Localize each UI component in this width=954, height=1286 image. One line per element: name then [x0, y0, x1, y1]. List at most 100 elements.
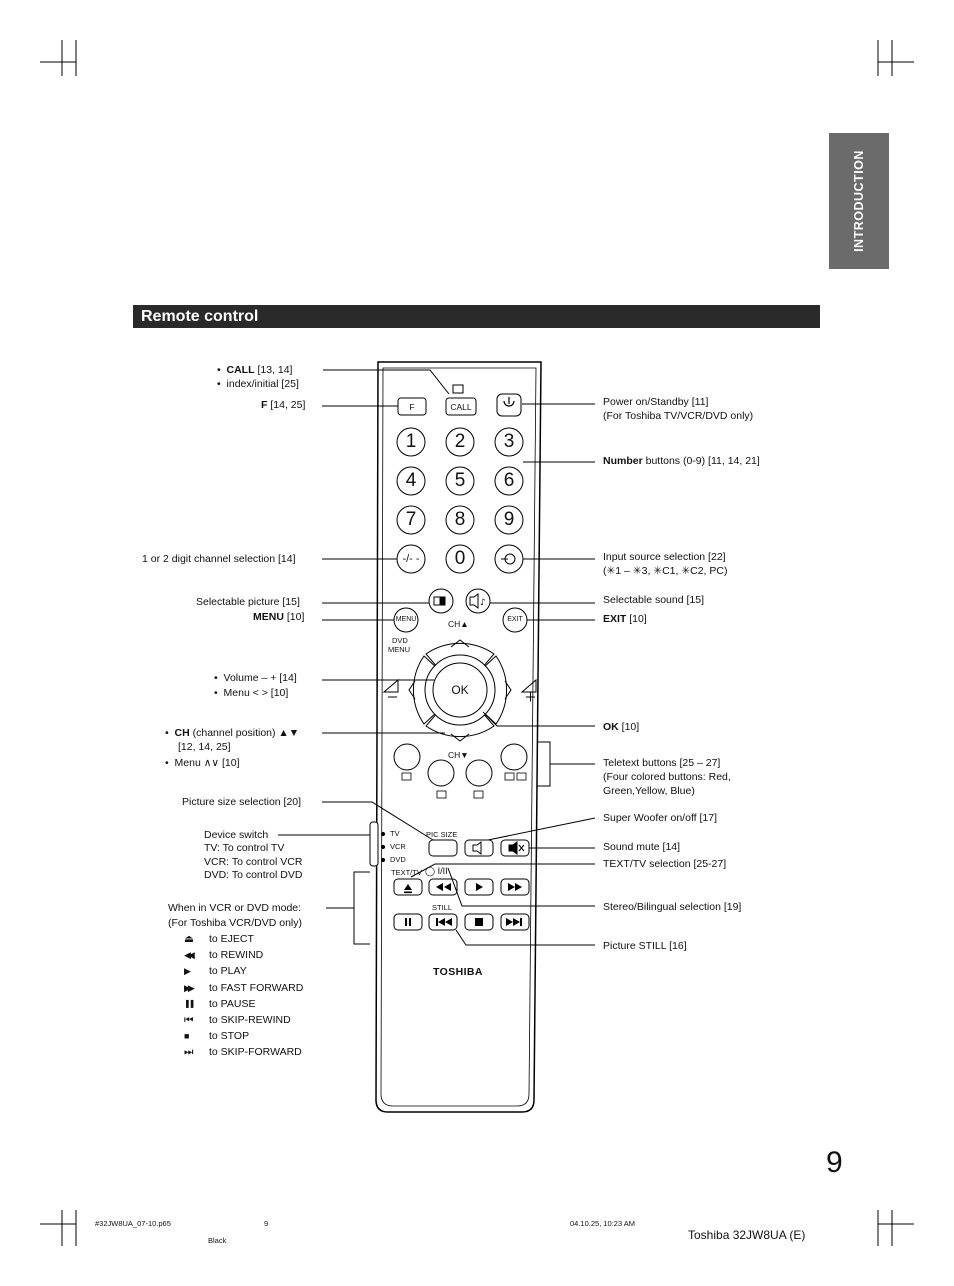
legend-fast-forward-text: to FAST FORWARD — [209, 982, 304, 994]
digit-mode-button[interactable]: -/- - — [402, 553, 420, 565]
still-label: STILL — [432, 903, 453, 912]
legend-skip-forward-text: to SKIP-FORWARD — [209, 1046, 302, 1058]
picture-sound-icons: ♪ — [433, 593, 486, 609]
digit-7-button[interactable]: 7 — [405, 509, 417, 530]
legend-eject-icon: ⏏ — [184, 933, 194, 945]
page-number: 9 — [826, 1146, 843, 1179]
device-vcr-text: VCR: To control VCR — [204, 856, 303, 868]
switch-vcr-label: VCR — [390, 842, 406, 851]
call-button — [445, 397, 477, 416]
legend-pause-icon: ❚❚ — [184, 999, 195, 1008]
volume-annotation: • Volume – + [14] — [214, 672, 297, 684]
ok-button — [432, 662, 488, 718]
device-switch — [369, 821, 386, 867]
teletext-buttons — [393, 743, 528, 787]
navigation-pad — [412, 642, 508, 738]
print-file-name: #32JW8UA_07-10.p65 — [95, 1219, 171, 1228]
legend-skip-forward-icon: ⏭ — [184, 1046, 194, 1058]
teletext-blue-button — [500, 743, 528, 771]
stereo-annotation: Stereo/Bilingual selection [19] — [603, 901, 742, 913]
legend-play-text: to PLAY — [209, 965, 247, 977]
legend-stop-icon: ■ — [184, 1031, 190, 1041]
vcr-mode-title: When in VCR or DVD mode: — [168, 902, 302, 914]
menu-button-label[interactable]: MENU — [395, 616, 417, 623]
teletext-red-button — [393, 743, 421, 771]
teletext-yellow-button — [465, 759, 493, 787]
digit-3-button[interactable]: 3 — [503, 431, 515, 452]
crop-marks — [40, 40, 914, 1246]
legend-skip-rewind-icon: ⏮ — [184, 1014, 194, 1026]
device-title: Device switch — [204, 829, 269, 841]
text-tv-label: TEXT/TV — [391, 868, 422, 877]
print-color: Black — [208, 1236, 227, 1245]
input-annotation: Input source selection [22] — [603, 551, 726, 563]
volume-marks — [382, 678, 537, 702]
sound-annotation: Selectable sound [15] — [603, 594, 704, 606]
number-pad — [396, 427, 524, 574]
woofer-mute-icons — [472, 841, 525, 855]
exit-button-label[interactable]: EXIT — [507, 616, 523, 623]
legend-stop-text: to STOP — [209, 1030, 250, 1042]
index-annotation: • index/initial [25] — [217, 378, 299, 390]
still-annotation: Picture STILL [16] — [603, 940, 687, 952]
legend-rewind-text: to REWIND — [209, 949, 264, 961]
digit-5-button[interactable]: 5 — [454, 470, 466, 491]
remote-body — [375, 361, 542, 1113]
dvd-menu-label-2: MENU — [388, 645, 411, 654]
vcr-button-icons — [404, 883, 522, 926]
number-annotation: Number buttons (0-9) [11, 14, 21] — [603, 455, 760, 467]
ch-down-label: CH▼ — [448, 750, 469, 760]
power-icon — [503, 397, 515, 407]
power-button — [496, 393, 522, 417]
ch-up-label: CH▲ — [448, 619, 469, 629]
exit-annotation: EXIT [10] — [603, 613, 647, 625]
f-annotation: F [14, 25] — [261, 399, 306, 411]
switch-dvd-label: DVD — [390, 855, 406, 864]
pic-size-label: PIC SIZE — [426, 830, 458, 839]
device-tv-text: TV: To control TV — [204, 842, 285, 854]
digit-2-button[interactable]: 2 — [454, 431, 466, 452]
ok-annotation: OK [10] — [603, 721, 640, 733]
menu-lr-annotation: • Menu < > [10] — [214, 687, 289, 699]
device-dvd-text: DVD: To control DVD — [204, 869, 303, 881]
teletext-note-2: Green,Yellow, Blue) — [603, 785, 695, 797]
teletext-note-1: (Four colored buttons: Red, — [603, 771, 731, 783]
woofer-button — [464, 839, 494, 857]
digit-0-button[interactable]: 0 — [454, 548, 466, 569]
legend-play-icon: ▶ — [184, 966, 191, 976]
side-tab — [829, 133, 889, 269]
switch-tv-label: TV — [390, 829, 400, 838]
ch-annotation: • CH (channel position) ▲▼ — [165, 727, 300, 739]
legend-pause-text: to PAUSE — [209, 998, 256, 1010]
dvd-menu-label-1: DVD — [392, 636, 408, 645]
stereo-mark-label: ◯ I/II — [425, 866, 448, 876]
print-date: 04.10.25, 10:23 AM — [570, 1219, 636, 1228]
ok-button-label[interactable]: OK — [451, 683, 469, 697]
picsize-annotation: Picture size selection [20] — [182, 796, 302, 808]
legend-rewind-icon: ◀◀ — [184, 950, 195, 960]
teletext-annotation: Teletext buttons [25 – 27] — [603, 757, 721, 769]
pic-size-button — [428, 839, 458, 857]
digit-annotation: 1 or 2 digit channel selection [14] — [142, 553, 296, 565]
nav-arrows — [408, 639, 512, 742]
vcr-mode-subtitle: (For Toshiba VCR/DVD only) — [168, 917, 303, 929]
menu-annotation: MENU [10] — [253, 611, 305, 623]
digit-4-button[interactable]: 4 — [405, 470, 417, 491]
brand-logo: TOSHIBA — [433, 966, 483, 978]
call-button-label[interactable]: CALL — [450, 402, 472, 412]
f-button-label[interactable]: F — [409, 402, 415, 412]
digit-1-button[interactable]: 1 — [405, 431, 417, 452]
legend-skip-rewind-text: to SKIP-REWIND — [209, 1014, 291, 1026]
legend-eject-text: to EJECT — [209, 933, 254, 945]
input-note: (✳1 – ✳3, ✳C1, ✳C2, PC) — [603, 565, 728, 577]
digit-9-button[interactable]: 9 — [503, 509, 515, 530]
texttv-annotation: TEXT/TV selection [25-27] — [603, 858, 727, 870]
svg-text:♪: ♪ — [480, 598, 486, 608]
digit-6-button[interactable]: 6 — [503, 470, 515, 491]
digit-8-button[interactable]: 8 — [454, 509, 466, 530]
teletext-icons — [401, 772, 527, 799]
mute-annotation: Sound mute [14] — [603, 841, 681, 853]
call-annotation: • CALL [13, 14] — [217, 364, 293, 376]
print-page: 9 — [264, 1219, 269, 1228]
